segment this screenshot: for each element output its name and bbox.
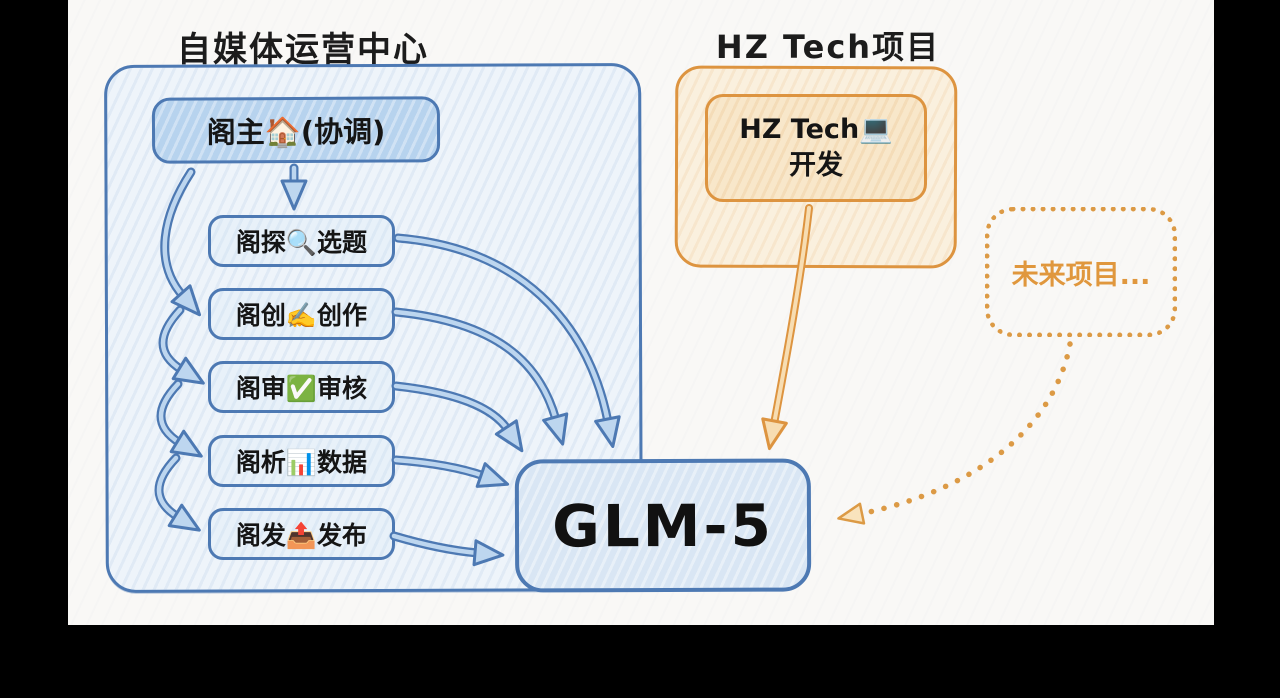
- agent-data-label: 阁析📊数据: [235, 448, 368, 477]
- arrow-future-to-glm5: [837, 341, 1073, 525]
- agent-box-publish: 阁发📤发布: [208, 508, 395, 560]
- agent-box-data: 阁析📊数据: [208, 435, 395, 487]
- right-group-title: HZ Tech项目: [715, 28, 941, 66]
- coordinator-label: 阁主🏠(协调): [206, 114, 386, 150]
- glm5-core-box: GLM-5: [514, 458, 812, 593]
- agent-review-label: 阁审✅审核: [235, 374, 368, 403]
- agent-create-label: 阁创✍️创作: [235, 301, 368, 330]
- agent-publish-label: 阁发📤发布: [235, 521, 368, 550]
- whiteboard-canvas: 自媒体运营中心 HZ Tech项目 阁主🏠(协调) 阁探🔍选题 阁创✍️创作 阁…: [68, 0, 1214, 625]
- agent-box-create: 阁创✍️创作: [208, 288, 395, 340]
- hz-tech-dev-line1: HZ Tech💻: [739, 113, 893, 145]
- agent-box-topic: 阁探🔍选题: [208, 215, 395, 267]
- glm5-label: GLM-5: [552, 491, 774, 560]
- future-projects-label: 未来项目...: [1011, 259, 1151, 291]
- hz-tech-dev-line2: 开发: [789, 150, 843, 181]
- hz-tech-dev-box: HZ Tech💻 开发: [705, 94, 927, 202]
- future-projects-box: 未来项目...: [985, 207, 1177, 337]
- agent-box-review: 阁审✅审核: [208, 361, 395, 413]
- coordinator-box: 阁主🏠(协调): [151, 96, 441, 164]
- agent-topic-label: 阁探🔍选题: [235, 228, 368, 257]
